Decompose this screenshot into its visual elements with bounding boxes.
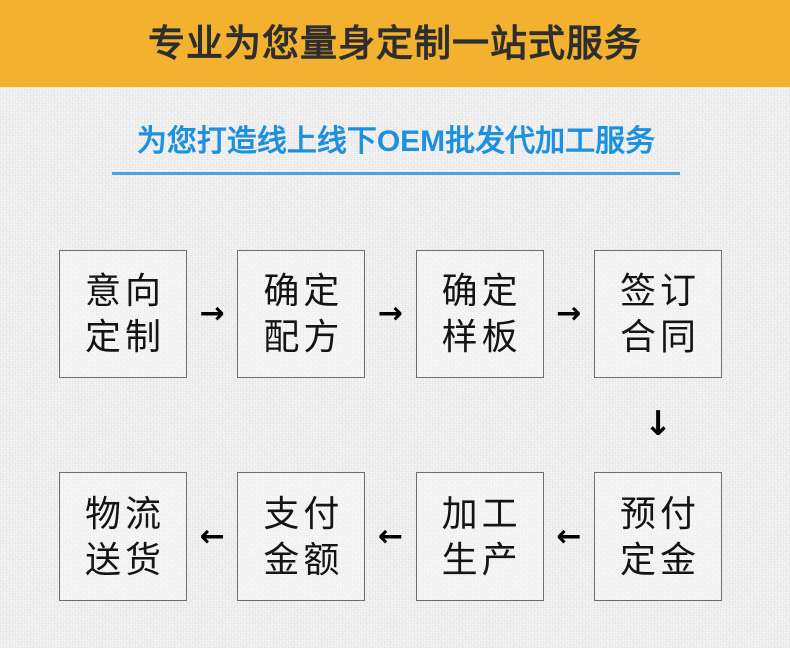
arrow-down-icon: ↓: [643, 404, 673, 444]
flow-step-line-2: 定制: [84, 316, 165, 357]
flow-step-line-2: 定金: [619, 538, 700, 580]
arrow-left-icon: ←: [377, 518, 404, 554]
arrow-left-icon: ←: [556, 518, 582, 554]
flow-step-line-1: 加工: [441, 492, 522, 534]
flow-step-line-2: 样板: [441, 316, 522, 357]
flow-step-pay-balance[interactable]: 支付 金额: [237, 472, 366, 601]
arrow-right-icon: →: [556, 296, 582, 331]
flow-step-intent-customization[interactable]: 意向 定制: [59, 250, 187, 378]
flow-step-line-1: 物流: [84, 492, 165, 534]
arrow-left-icon: ←: [199, 518, 225, 554]
flow-step-confirm-formula[interactable]: 确定 配方: [237, 250, 366, 378]
flow-step-line-2: 生产: [441, 538, 522, 580]
flow-step-line-1: 预付: [619, 492, 700, 534]
flow-row-2: 物流 送货 ← 支付 金额 ← 加工 生产 ← 预付 定金: [59, 472, 722, 601]
flow-step-confirm-sample[interactable]: 确定 样板: [415, 250, 544, 378]
flow-step-line-2: 配方: [263, 316, 344, 357]
flow-step-prepay-deposit[interactable]: 预付 定金: [593, 472, 722, 601]
arrow-right-icon: →: [199, 296, 225, 331]
flow-step-line-2: 送货: [84, 538, 165, 580]
header-banner: 专业为您量身定制一站式服务: [0, 0, 790, 87]
flow-step-sign-contract[interactable]: 签订 合同: [593, 250, 722, 378]
flow-step-line-1: 支付: [263, 492, 344, 534]
page-title: 专业为您量身定制一站式服务: [148, 23, 642, 64]
flow-step-line-1: 确定: [263, 270, 344, 311]
flow-step-line-2: 金额: [263, 538, 344, 580]
flow-step-line-1: 意向: [84, 270, 165, 311]
flow-step-logistics-delivery[interactable]: 物流 送货: [59, 472, 187, 601]
flow-step-processing-production[interactable]: 加工 生产: [415, 472, 544, 601]
flow-row-1: 意向 定制 → 确定 配方 → 确定 样板 → 签订 合同: [59, 250, 722, 378]
subtitle-divider: [112, 172, 680, 175]
flow-step-line-1: 签订: [619, 270, 700, 311]
flow-step-line-2: 合同: [619, 316, 700, 357]
subtitle-section: 为您打造线上线下OEM批发代加工服务: [112, 122, 680, 162]
flow-step-line-1: 确定: [441, 270, 522, 311]
arrow-right-icon: →: [377, 296, 404, 331]
subtitle-text: 为您打造线上线下OEM批发代加工服务: [136, 125, 656, 158]
